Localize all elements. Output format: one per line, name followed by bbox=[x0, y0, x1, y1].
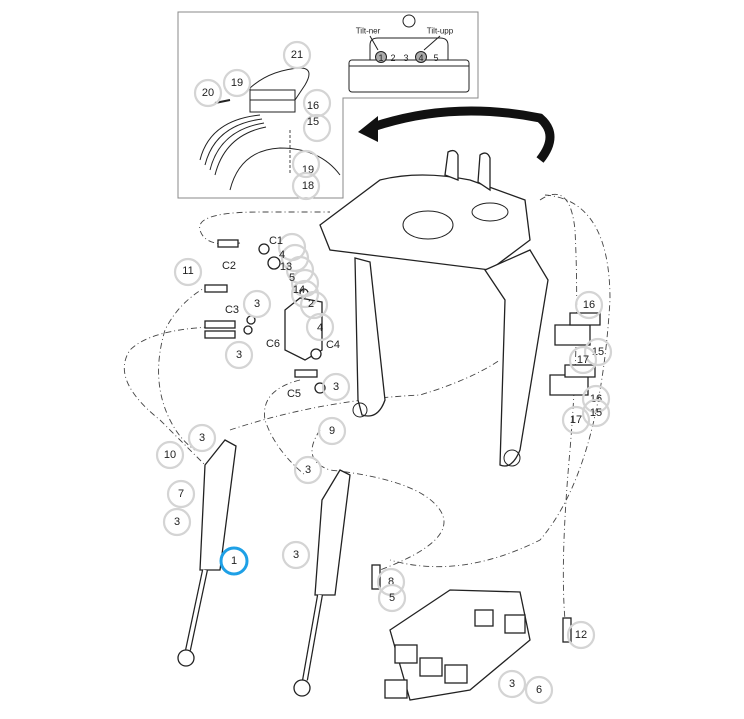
callout-C3[interactable]: C3 bbox=[225, 304, 239, 316]
port-3: 3 bbox=[403, 53, 408, 63]
svg-text:4: 4 bbox=[279, 249, 285, 261]
svg-text:11: 11 bbox=[182, 265, 193, 277]
control-valve-bank bbox=[371, 564, 572, 701]
svg-text:2: 2 bbox=[308, 298, 314, 310]
svg-text:3: 3 bbox=[333, 381, 339, 393]
callout-20[interactable]: 20 bbox=[193, 78, 223, 108]
callout-3e[interactable]: 3 bbox=[162, 507, 192, 537]
svg-text:3: 3 bbox=[236, 349, 242, 361]
svg-text:3: 3 bbox=[305, 464, 311, 476]
callout-C6[interactable]: C6 bbox=[266, 338, 280, 350]
svg-text:1: 1 bbox=[231, 555, 237, 567]
callout-6[interactable]: 6 bbox=[524, 675, 554, 705]
svg-text:12: 12 bbox=[575, 629, 587, 641]
callout-4[interactable]: 4 bbox=[279, 243, 310, 273]
svg-text:C6: C6 bbox=[266, 338, 280, 350]
svg-text:7: 7 bbox=[178, 488, 184, 500]
hydraulic-cylinder-left bbox=[177, 439, 237, 667]
callout-5b[interactable]: 5 bbox=[377, 583, 407, 613]
callout-2[interactable]: 2 bbox=[299, 290, 329, 320]
port-2: 2 bbox=[390, 53, 395, 63]
callout-18[interactable]: 18 bbox=[291, 171, 321, 201]
svg-text:3: 3 bbox=[509, 678, 515, 690]
svg-text:3: 3 bbox=[293, 549, 299, 561]
callout-15[interactable]: 15 bbox=[302, 113, 332, 143]
callout-7[interactable]: 7 bbox=[166, 479, 196, 509]
callout-C4[interactable]: C4 bbox=[326, 339, 340, 351]
callout-15b[interactable]: 15 bbox=[581, 398, 611, 428]
port-1: 1 bbox=[378, 53, 383, 63]
callout-11[interactable]: 11 bbox=[173, 257, 203, 287]
svg-text:10: 10 bbox=[164, 449, 176, 461]
hydraulic-cylinder-right bbox=[293, 469, 351, 697]
callout-16[interactable]: 16 bbox=[574, 290, 604, 320]
svg-text:15: 15 bbox=[590, 407, 602, 419]
svg-text:13: 13 bbox=[280, 261, 292, 273]
svg-text:17: 17 bbox=[577, 354, 589, 366]
svg-text:20: 20 bbox=[202, 87, 214, 99]
port-5: 5 bbox=[433, 53, 438, 63]
svg-text:C5: C5 bbox=[287, 388, 301, 400]
svg-text:C4: C4 bbox=[326, 339, 340, 351]
svg-text:14: 14 bbox=[293, 284, 305, 296]
callout-21[interactable]: 21 bbox=[282, 40, 312, 70]
callout-4b[interactable]: 4 bbox=[305, 312, 335, 342]
callout-10[interactable]: 10 bbox=[155, 440, 185, 470]
svg-text:21: 21 bbox=[291, 49, 303, 61]
svg-text:9: 9 bbox=[329, 425, 335, 437]
svg-text:3: 3 bbox=[254, 298, 260, 310]
callout-3b[interactable]: 3 bbox=[224, 340, 254, 370]
svg-text:6: 6 bbox=[536, 684, 542, 696]
callout-12[interactable]: 12 bbox=[566, 620, 596, 650]
callout-3f[interactable]: 3 bbox=[293, 455, 323, 485]
rotation-arrow-icon bbox=[368, 106, 555, 163]
svg-text:16: 16 bbox=[307, 100, 319, 112]
svg-text:15: 15 bbox=[307, 116, 319, 128]
svg-text:18: 18 bbox=[302, 180, 314, 192]
callout-9[interactable]: 9 bbox=[317, 416, 347, 446]
port-4: 4 bbox=[418, 53, 423, 63]
callout-3h[interactable]: 3 bbox=[497, 669, 527, 699]
svg-text:16: 16 bbox=[583, 299, 595, 311]
svg-text:C2: C2 bbox=[222, 260, 236, 272]
hydraulic-hoses bbox=[123, 193, 611, 621]
svg-text:5: 5 bbox=[389, 592, 395, 604]
tilt-up-label: Tilt-upp bbox=[427, 27, 454, 36]
callout-C5[interactable]: C5 bbox=[287, 388, 301, 400]
callout-3d[interactable]: 3 bbox=[187, 423, 217, 453]
svg-text:3: 3 bbox=[174, 516, 180, 528]
valve-block bbox=[284, 297, 323, 361]
tilt-down-label: Tilt-ner bbox=[356, 27, 381, 36]
callout-8[interactable]: 8 bbox=[376, 567, 406, 597]
hex-nut-icon bbox=[402, 14, 416, 28]
svg-text:C3: C3 bbox=[225, 304, 239, 316]
svg-text:5: 5 bbox=[289, 272, 295, 284]
callout-19[interactable]: 19 bbox=[222, 68, 252, 98]
svg-text:4: 4 bbox=[317, 322, 323, 334]
svg-text:17: 17 bbox=[570, 414, 582, 426]
tilt-frame bbox=[319, 149, 549, 467]
callout-17b[interactable]: 17 bbox=[561, 405, 591, 435]
fittings bbox=[204, 239, 326, 394]
callout-1-selected[interactable]: 1 bbox=[219, 546, 249, 576]
callout-3g[interactable]: 3 bbox=[281, 540, 311, 570]
callout-3[interactable]: 3 bbox=[242, 289, 272, 319]
callout-C2[interactable]: C2 bbox=[222, 260, 236, 272]
callout-17[interactable]: 17 bbox=[568, 345, 598, 375]
detail-inset: Tilt-ner Tilt-upp 1 2 3 4 5 bbox=[177, 11, 479, 199]
svg-text:3: 3 bbox=[199, 432, 205, 444]
svg-text:C1: C1 bbox=[269, 235, 283, 247]
callout-3c[interactable]: 3 bbox=[321, 372, 351, 402]
svg-text:19: 19 bbox=[231, 77, 243, 89]
svg-text:8: 8 bbox=[388, 576, 394, 588]
callout-14[interactable]: 14 bbox=[290, 279, 320, 309]
